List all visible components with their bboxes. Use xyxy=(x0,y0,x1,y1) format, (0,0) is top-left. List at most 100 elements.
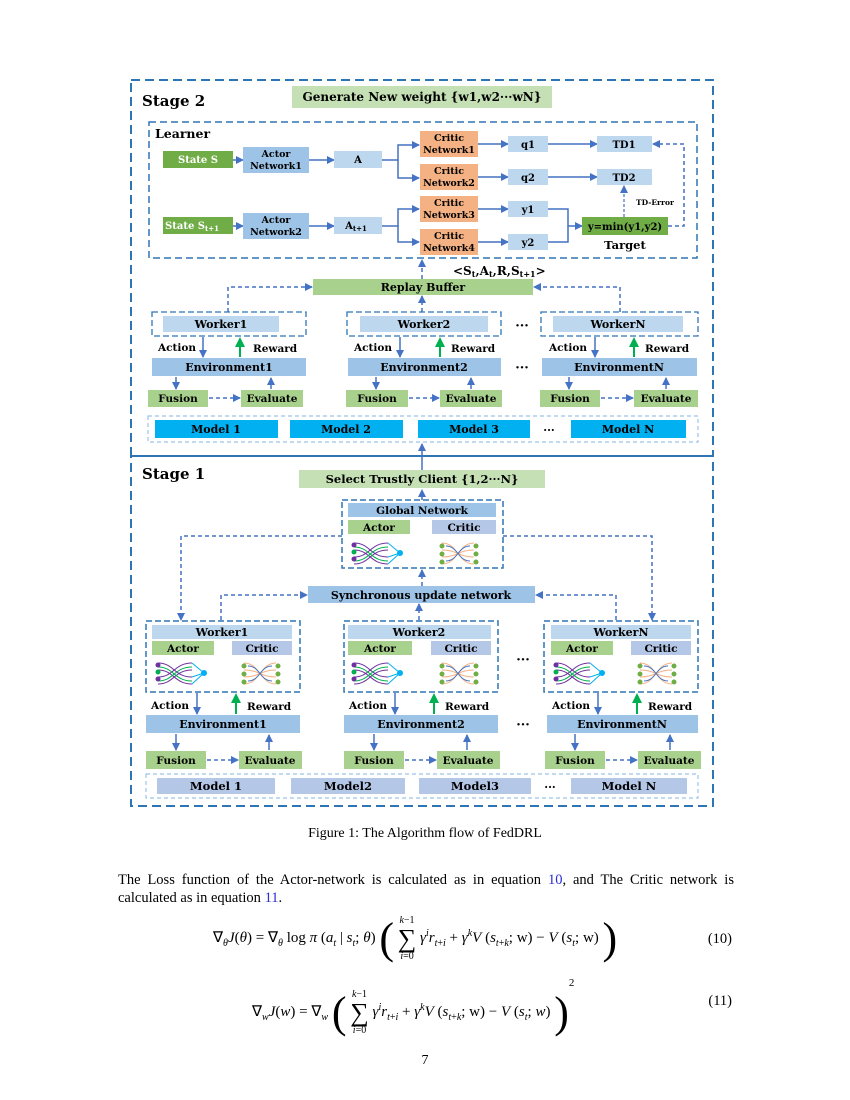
s1-model2-box xyxy=(291,778,405,794)
s1-worker2-label: Worker2 xyxy=(392,626,446,639)
equation-11-link[interactable]: 11 xyxy=(264,890,279,906)
s2-environmentN-box xyxy=(542,358,697,376)
s1-ar1: Action Reward xyxy=(150,693,292,715)
action-a-next-label: At+1 xyxy=(344,221,367,233)
s1-fusion-label-2: Fusion xyxy=(354,755,394,767)
critic-network1-box xyxy=(420,131,478,157)
s1-reward-label-1: Reward xyxy=(247,701,292,713)
global-network-box xyxy=(348,503,496,517)
s1-model-dots: ··· xyxy=(544,781,556,794)
q1-label: q1 xyxy=(521,140,535,151)
s2-model3-box xyxy=(418,420,530,438)
critic-network4-line1: Critic xyxy=(434,231,464,242)
equation-10-link[interactable]: 10 xyxy=(547,872,563,888)
critic-network4-box xyxy=(420,229,478,255)
figure-caption: Figure 1: The Algorithm flow of FedDRL xyxy=(308,826,542,841)
s2-worker-dots: ··· xyxy=(515,319,529,334)
global-network-frame xyxy=(341,499,504,569)
s2-modelN-box xyxy=(571,420,686,438)
actor-network1-line1: Actor xyxy=(261,149,292,160)
s2-workerN-box xyxy=(553,316,683,332)
equation-11: ∇wJ(w) = ∇w ( k−1∑i=0 γirt+i + γkV (st+k… xyxy=(252,977,575,1038)
global-actor-net-icon xyxy=(351,542,403,565)
td1-label: TD1 xyxy=(612,140,635,151)
s1-worker1-actor-label: Actor xyxy=(166,643,199,655)
td-error-label: TD-Error xyxy=(636,198,675,207)
action-a-label: A xyxy=(353,155,362,166)
algorithm-figure: Stage 2 Generate New weight {w1,w2···wN}… xyxy=(130,79,714,807)
s1-action-label-1: Action xyxy=(150,700,189,712)
s2-groupN: Action Reward xyxy=(548,337,690,358)
stage1-frame xyxy=(130,455,714,807)
s1-worker1-critic-label: Critic xyxy=(245,643,278,655)
s2-group2: Action Reward xyxy=(353,337,496,358)
s2-fusion-label-1: Fusion xyxy=(158,393,198,405)
s1-model3-box xyxy=(419,778,531,794)
s1-model3-label: Model3 xyxy=(451,779,499,793)
s1-environmentN-box xyxy=(547,715,698,733)
s2-reward-label-2: Reward xyxy=(451,343,496,355)
equation-10: ∇θJ(θ) = ∇θ log π (at | st; θ) ( k−1∑i=0… xyxy=(213,914,618,963)
stage1-title: Stage 1 xyxy=(142,465,205,483)
s1-fusion-label-1: Fusion xyxy=(156,755,196,767)
s2-group1: Action Reward xyxy=(157,337,298,358)
s2-action-label-3: Action xyxy=(548,342,587,354)
s1-environment2-box xyxy=(344,715,498,733)
actor-network2-line2: Network2 xyxy=(250,227,302,238)
s2-environmentN-label: EnvironmentN xyxy=(574,361,664,374)
actor-network1-line2: Network1 xyxy=(250,161,302,172)
s1-workerN-panel: WorkerN Actor Critic xyxy=(543,620,699,693)
experience-tuple: <St,At,R,St+1> xyxy=(453,264,546,279)
s1-workerN-actor-label: Actor xyxy=(565,643,598,655)
generate-weights-box xyxy=(292,86,552,108)
s2-worker1-box xyxy=(163,316,279,332)
s2-environment2-label: Environment2 xyxy=(380,361,467,374)
sync-update-box xyxy=(308,586,535,603)
state-s-next-box xyxy=(163,217,233,234)
s1-model1-box xyxy=(157,778,275,794)
s2-fusion-label-2: Fusion xyxy=(357,393,397,405)
s2-model1-box xyxy=(155,420,278,438)
replay-buffer-label: Replay Buffer xyxy=(381,281,466,294)
body-paragraph: The Loss function of the Actor-network i… xyxy=(118,871,734,907)
q2-label: q2 xyxy=(521,173,535,184)
critic-network2-line1: Critic xyxy=(434,166,464,177)
global-critic-label: Critic xyxy=(447,522,480,534)
s1-evaluate-label-2: Evaluate xyxy=(443,755,494,767)
s2-model3-label: Model 3 xyxy=(449,423,499,436)
s2-fe1: Fusion Evaluate xyxy=(148,377,303,407)
min-target-box xyxy=(582,217,668,235)
critic-network4-line2: Network4 xyxy=(423,243,475,254)
critic-network3-line2: Network3 xyxy=(423,210,475,221)
s2-evaluate-label-1: Evaluate xyxy=(247,393,298,405)
learner-frame xyxy=(148,121,698,259)
learner-title: Learner xyxy=(155,126,210,141)
s1-workerN-label: WorkerN xyxy=(592,626,648,639)
s1-fusion-label-3: Fusion xyxy=(555,755,595,767)
y1-label: y1 xyxy=(521,205,535,216)
s1-models-frame xyxy=(145,773,699,799)
s2-reward-label-1: Reward xyxy=(253,343,298,355)
s1-action-label-3: Action xyxy=(551,700,590,712)
s1-modelN-box xyxy=(571,778,687,794)
s1-fe1: Fusion Evaluate xyxy=(146,734,302,769)
s2-environment1-box xyxy=(152,358,306,376)
actor-network2-box xyxy=(243,213,309,239)
state-s-label: State S xyxy=(178,155,218,166)
s1-arN: Action Reward xyxy=(551,693,693,715)
s2-reward-label-3: Reward xyxy=(645,343,690,355)
critic-network3-line1: Critic xyxy=(434,198,464,209)
global-critic-net-icon xyxy=(439,542,479,565)
stage2-title: Stage 2 xyxy=(142,92,205,110)
select-client-label: Select Trustly Client {1,2···N} xyxy=(326,472,519,486)
s1-worker2-critic-label: Critic xyxy=(444,643,477,655)
s1-worker1-label: Worker1 xyxy=(195,626,249,639)
td1-box xyxy=(597,136,652,152)
s1-environment1-box xyxy=(146,715,300,733)
s1-reward-label-3: Reward xyxy=(648,701,693,713)
s2-modelN-label: Model N xyxy=(602,423,654,436)
s2-model2-box xyxy=(290,420,403,438)
action-a-box xyxy=(334,151,382,168)
s2-action-label-1: Action xyxy=(157,342,196,354)
